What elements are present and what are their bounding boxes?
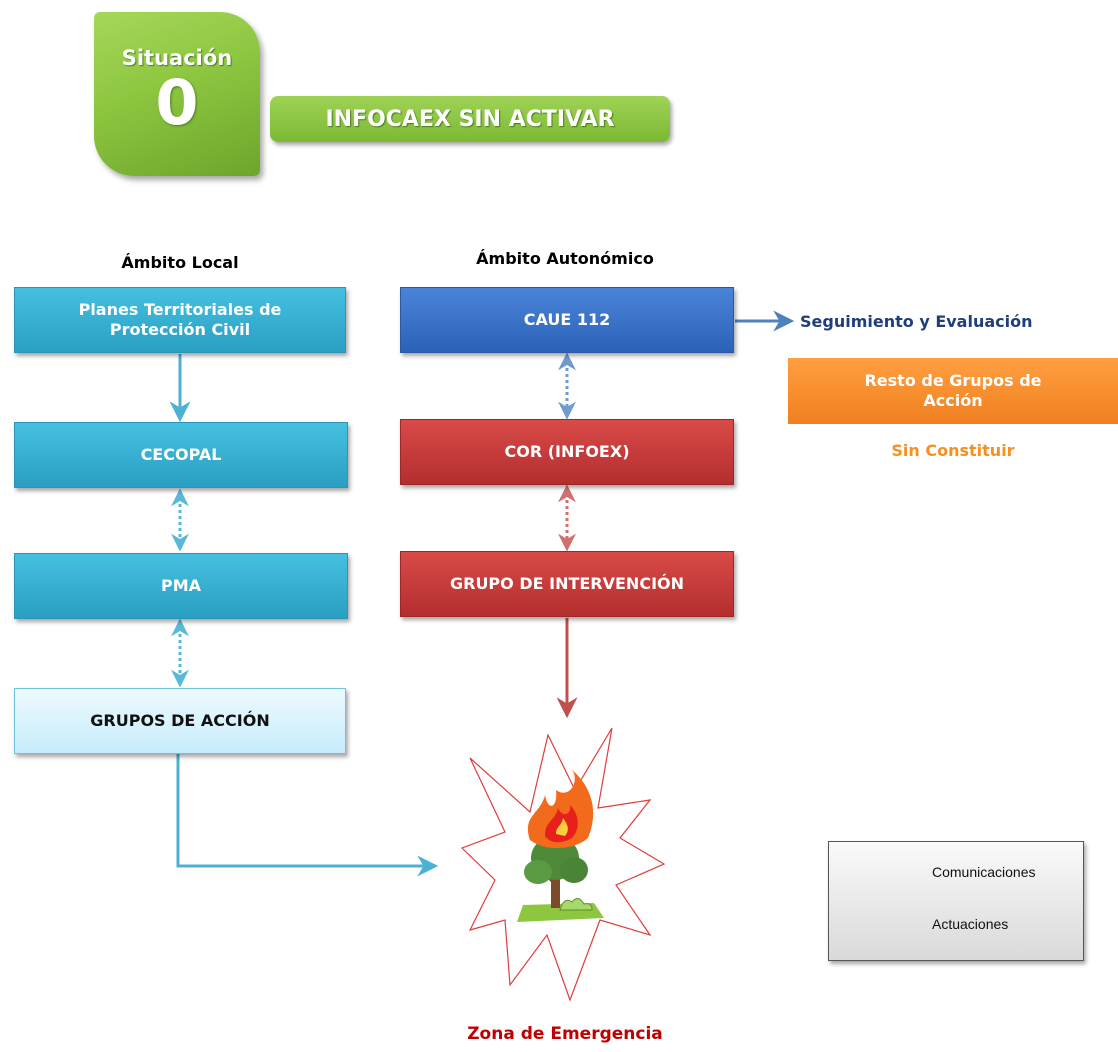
situation-number: 0 <box>155 66 199 139</box>
local-heading: Ámbito Local <box>121 253 239 272</box>
planes-territoriales-box: Planes Territoriales de Protección Civil <box>14 287 346 353</box>
emergency-zone-label: Zona de Emergencia <box>467 1024 663 1044</box>
legend-box: Comunicaciones Actuaciones <box>828 841 1084 961</box>
arrow-grupos-to-zone <box>176 754 439 877</box>
cecopal-box: CECOPAL <box>14 422 348 488</box>
situation-label: Situación <box>121 46 233 70</box>
autonomic-heading: Ámbito Autonómico <box>476 249 654 268</box>
situation-badge: Situación 0 <box>94 12 260 176</box>
burning-tree-icon <box>517 770 604 922</box>
pma-box: PMA <box>14 553 348 619</box>
follow-up-label: Seguimiento y Evaluación <box>800 312 1033 331</box>
caue-112-box: CAUE 112 <box>400 287 734 353</box>
rest-status-label: Sin Constituir <box>891 441 1015 460</box>
grupo-intervencion-box: GRUPO DE INTERVENCIÓN <box>400 551 734 617</box>
legend-communications: Comunicaciones <box>932 864 1036 880</box>
legend-actions: Actuaciones <box>932 916 1009 932</box>
status-banner: INFOCAEX SIN ACTIVAR <box>270 96 670 142</box>
grupos-accion-box: GRUPOS DE ACCIÓN <box>14 688 346 754</box>
rest-groups-box: Resto de Grupos de Acción <box>788 358 1118 424</box>
cor-infoex-box: COR (INFOEX) <box>400 419 734 485</box>
